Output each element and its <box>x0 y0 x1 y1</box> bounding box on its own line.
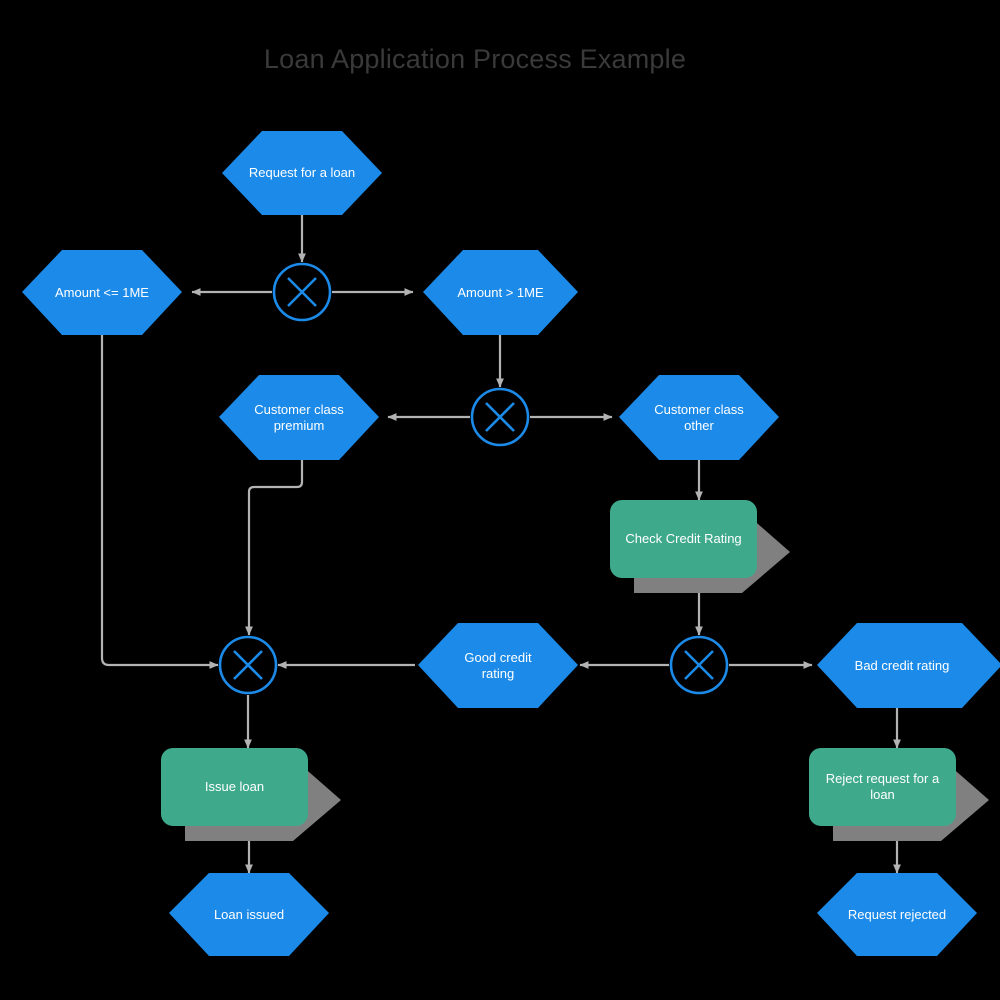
node-issue-loan[interactable] <box>161 748 308 826</box>
gateway-credit-rating-circle <box>669 635 729 695</box>
gateway-credit-rating-x-icon <box>684 650 714 680</box>
task-node-layer <box>161 500 956 826</box>
gateway-customer-class[interactable] <box>470 387 530 447</box>
gateway-customer-class-x-icon <box>485 402 515 432</box>
edge-amount-lte-to-gateway-issue <box>100 335 219 669</box>
gateway-amount-circle <box>272 262 332 322</box>
event-node-layer <box>22 131 1000 956</box>
node-customer-class-other[interactable] <box>619 375 779 460</box>
node-request-for-a-loan[interactable] <box>222 131 382 215</box>
gateway-amount-x-icon <box>287 277 317 307</box>
gateway-amount[interactable] <box>272 262 332 322</box>
node-check-credit-rating[interactable] <box>610 500 757 578</box>
page-title: Loan Application Process Example <box>263 44 687 74</box>
gateway-issue[interactable] <box>218 635 278 695</box>
gateway-credit-rating[interactable] <box>669 635 729 695</box>
gateway-issue-x-icon <box>233 650 263 680</box>
node-reject-request[interactable] <box>809 748 956 826</box>
node-good-credit-rating[interactable] <box>418 623 578 708</box>
node-loan-issued[interactable] <box>169 873 329 956</box>
edge-premium-to-gateway-issue <box>245 460 304 636</box>
node-bad-credit-rating[interactable] <box>817 623 1000 708</box>
node-amount-lte-1me[interactable] <box>22 250 182 335</box>
gateway-layer <box>218 262 729 695</box>
gateway-customer-class-circle <box>470 387 530 447</box>
gateway-issue-circle <box>218 635 278 695</box>
node-amount-gt-1me[interactable] <box>423 250 578 335</box>
node-request-rejected[interactable] <box>817 873 977 956</box>
node-customer-class-premium[interactable] <box>219 375 379 460</box>
